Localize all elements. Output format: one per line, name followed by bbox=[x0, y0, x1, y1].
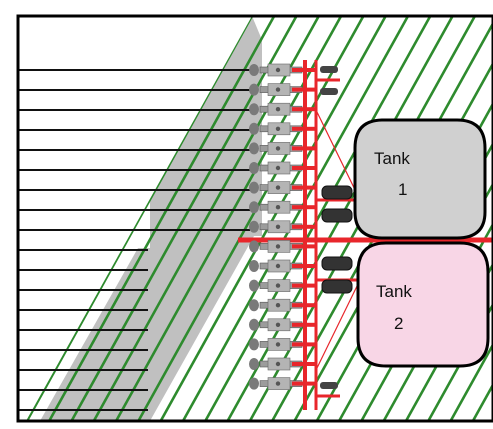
tank-icon bbox=[356, 241, 490, 368]
tank-2: Tank 2 bbox=[356, 241, 490, 368]
planted-row-stripe bbox=[159, 16, 387, 421]
planter-frame bbox=[238, 60, 493, 410]
shank-icon bbox=[249, 161, 316, 175]
diagram-border bbox=[16, 14, 493, 423]
row-lines bbox=[18, 69, 250, 411]
wheel-group bbox=[320, 66, 353, 389]
planted-row-stripe bbox=[48, 16, 276, 421]
shank-icon bbox=[249, 338, 316, 351]
shank-icon bbox=[249, 298, 316, 312]
shank-icon bbox=[249, 318, 316, 332]
shank-icon bbox=[249, 240, 316, 253]
shank-icon bbox=[249, 83, 316, 96]
tank-2-label-line2: 2 bbox=[394, 314, 403, 333]
wheel-icon bbox=[320, 66, 338, 73]
wheel-icon bbox=[321, 185, 353, 200]
tank-1-label-line1: Tank bbox=[374, 149, 410, 168]
shank-icon bbox=[249, 220, 316, 234]
shank-icon bbox=[249, 181, 316, 194]
shank-icon bbox=[249, 122, 316, 136]
shank-icon bbox=[249, 377, 316, 390]
planted-row-stripe bbox=[181, 16, 410, 421]
row-units bbox=[249, 63, 316, 390]
planted-row-stripe bbox=[70, 16, 298, 421]
tank-1-label-line2: 1 bbox=[398, 180, 407, 199]
shank-icon bbox=[249, 259, 316, 273]
wheel-icon bbox=[321, 279, 353, 294]
wheel-icon bbox=[320, 88, 338, 95]
shank-icon bbox=[249, 102, 316, 116]
tank-icon bbox=[353, 118, 487, 240]
shank-icon bbox=[249, 63, 316, 77]
planted-row-stripe bbox=[137, 16, 365, 421]
tank-2-label-line1: Tank bbox=[376, 282, 412, 301]
wheel-icon bbox=[321, 256, 353, 271]
shank-icon bbox=[249, 142, 316, 155]
shank-icon bbox=[249, 357, 316, 371]
shank-icon bbox=[249, 200, 316, 214]
wheel-icon bbox=[321, 208, 353, 223]
tank-1: Tank 1 bbox=[353, 118, 487, 240]
planted-row-stripe bbox=[449, 16, 493, 421]
planted-row-stripe bbox=[26, 16, 254, 421]
wheel-icon bbox=[320, 382, 338, 389]
shank-icon bbox=[249, 279, 316, 292]
planted-row-stripe bbox=[204, 16, 432, 421]
